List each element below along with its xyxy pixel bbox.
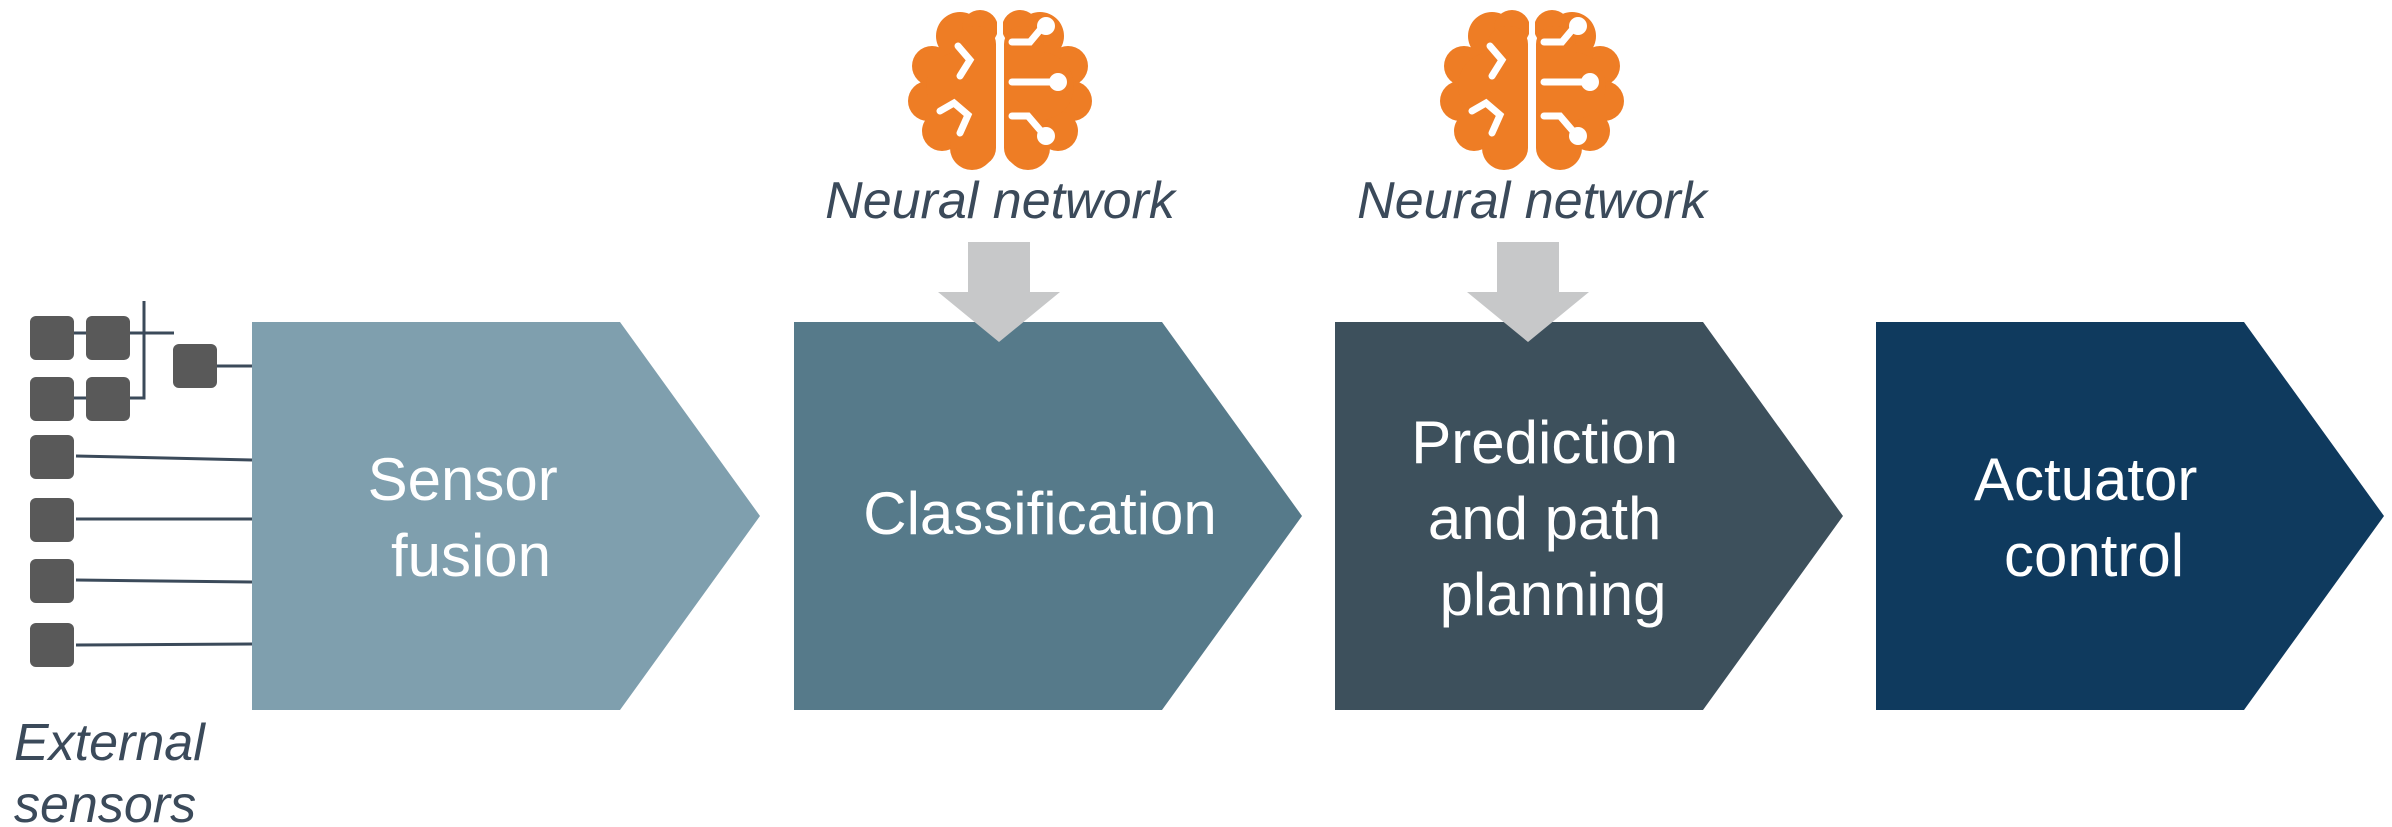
stage-classification-chevron	[794, 322, 1302, 710]
sensor-square-icon	[30, 559, 74, 603]
external-sensors-label: External sensors	[14, 714, 219, 827]
stage-sensor-fusion-label: Sensor fusion	[368, 446, 575, 589]
sensor-square-icon	[30, 377, 74, 421]
sensor-square-icon	[30, 316, 74, 360]
sensor-square-icon	[86, 377, 130, 421]
down-arrow-1	[938, 242, 1060, 342]
stage-actuator-chevron	[1876, 322, 2384, 710]
stage-classification-label: Classification	[863, 480, 1216, 547]
sensor-square-icon	[30, 435, 74, 479]
external-sensors	[30, 316, 217, 667]
stage-prediction-label: Prediction and path planning	[1411, 409, 1694, 628]
sensor-square-icon	[173, 344, 217, 388]
down-arrow-2	[1467, 242, 1589, 342]
stage-actuator-label: Actuator control	[1974, 446, 2214, 589]
brain-circuit-icon	[1440, 6, 1624, 170]
sensor-square-icon	[30, 623, 74, 667]
neural-network-2-label: Neural network	[1357, 172, 1710, 230]
neural-network-1-label: Neural network	[825, 172, 1178, 230]
stage-prediction-chevron	[1335, 322, 1843, 710]
stage-sensor-fusion-chevron	[252, 322, 760, 710]
brain-circuit-icon	[908, 6, 1092, 170]
sensor-square-icon	[30, 498, 74, 542]
sensor-square-icon	[86, 316, 130, 360]
